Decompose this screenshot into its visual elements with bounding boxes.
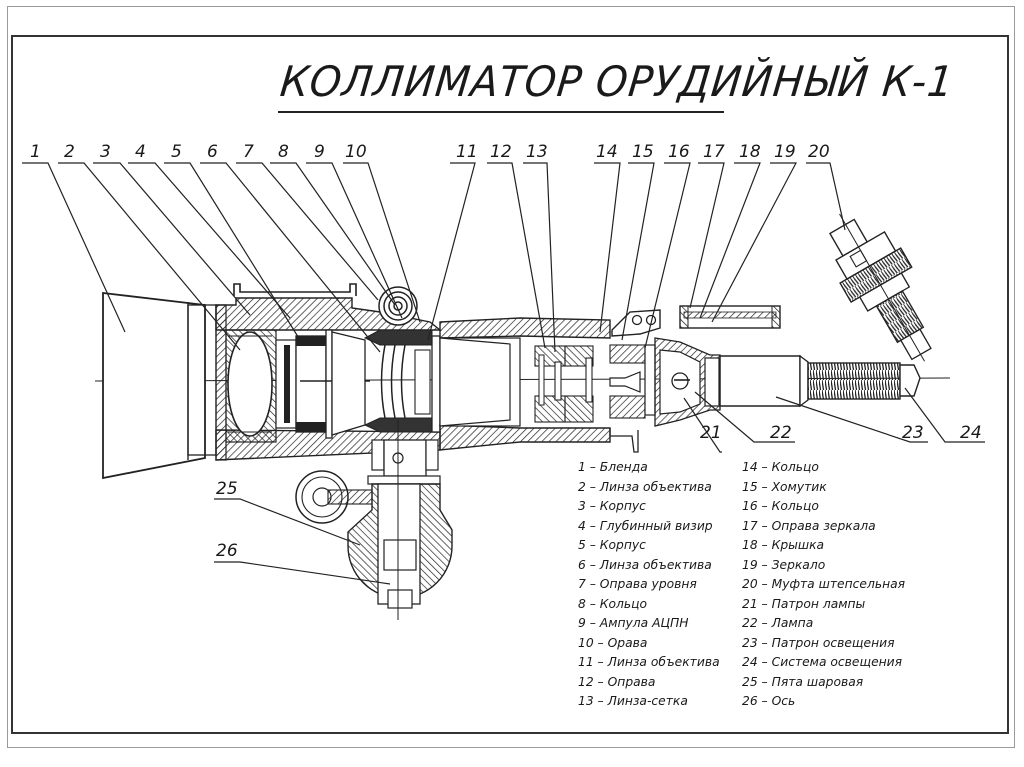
callout-10: 10	[345, 142, 367, 162]
callout-5: 5	[171, 142, 182, 162]
callout-21: 21	[700, 423, 722, 443]
legend-item-3: 3 – Корпус	[578, 499, 646, 513]
part-12-reticle-mount	[534, 345, 594, 423]
callout-23: 23	[902, 423, 924, 443]
legend-item-1: 1 – Бленда	[578, 460, 648, 474]
drawing-border	[11, 35, 1009, 734]
legend-item-17: 17 – Оправа зеркала	[742, 518, 876, 533]
part-9-level-ampoule	[378, 286, 418, 326]
legend-item-6: 6 – Линза объектива	[578, 557, 712, 572]
callout-7: 7	[243, 142, 254, 162]
legend-item-15: 15 – Хомутик	[742, 479, 827, 494]
legend-item-14: 14 – Кольцо	[742, 460, 819, 474]
legend-item-10: 10 – Орава	[578, 635, 648, 650]
legend-item-5: 5 – Корпус	[578, 538, 646, 552]
part-5-inner-body	[275, 329, 370, 439]
callout-19: 19	[774, 142, 796, 162]
callout-24: 24	[960, 423, 982, 443]
leader-lines	[22, 162, 985, 585]
legend-item-25: 25 – Пята шаровая	[742, 674, 864, 689]
part-20-plug-coupling	[828, 213, 932, 362]
legend-item-20: 20 – Муфта штепсельная	[742, 577, 906, 591]
callout-labels: 1 2 3 4 5 6 7 8 9 10 11 12 13 14 15 16 1…	[30, 142, 982, 561]
legend-item-2: 2 – Линза объектива	[578, 479, 712, 494]
callout-16: 16	[668, 142, 690, 162]
callout-6: 6	[207, 142, 218, 162]
callout-15: 15	[632, 142, 654, 162]
part-24-illumination-thread	[807, 362, 921, 400]
legend-item-18: 18 – Крышка	[742, 538, 825, 552]
legend-item-19: 19 – Зеркало	[742, 557, 826, 572]
legend-item-12: 12 – Оправа	[578, 674, 656, 689]
callout-11: 11	[456, 142, 478, 162]
main-tube	[439, 317, 611, 451]
part-25-ball-pivot	[295, 420, 453, 620]
outer-frame	[7, 6, 1015, 748]
part-21-lamp-holder	[654, 337, 721, 427]
legend-item-16: 16 – Кольцо	[742, 499, 819, 513]
callout-22: 22	[770, 423, 792, 443]
callout-25: 25	[216, 479, 238, 499]
callout-4: 4	[135, 142, 146, 162]
legend-item-26: 26 – Ось	[742, 694, 796, 708]
title-underline	[278, 111, 724, 113]
callout-14: 14	[596, 142, 618, 162]
callout-8: 8	[278, 142, 289, 162]
callout-1: 1	[30, 142, 41, 162]
part-18-mirror-cover	[679, 305, 781, 329]
legend-item-9: 9 – Ампула АЦПН	[578, 616, 689, 630]
callout-12: 12	[490, 142, 512, 162]
legend-item-21: 21 – Патрон лампы	[742, 596, 866, 611]
legend-item-11: 11 – Линза объектива	[578, 655, 720, 669]
callout-18: 18	[739, 142, 761, 162]
legend-item-7: 7 – Оправа уровня	[578, 577, 697, 591]
callout-9: 9	[314, 142, 325, 162]
part-14-ring	[609, 344, 656, 419]
parts-legend-column-2: 14 – Кольцо 15 – Хомутик 16 – Кольцо 17 – О…	[742, 458, 905, 712]
part-2-objective-lens	[225, 329, 277, 443]
legend-item-4: 4 – Глубинный визир	[578, 518, 713, 533]
callout-26: 26	[216, 541, 238, 561]
part-23-illumination-socket	[719, 354, 809, 408]
callout-2: 2	[64, 142, 75, 162]
callout-3: 3	[100, 142, 111, 162]
callout-13: 13	[526, 142, 548, 162]
legend-item-22: 22 – Лампа	[742, 616, 814, 630]
legend-item-24: 24 – Система освещения	[742, 655, 903, 669]
legend-item-8: 8 – Кольцо	[578, 596, 648, 611]
parts-legend-column-1: 1 – Бленда 2 – Линза объектива 3 – Корпус 4…	[578, 458, 720, 712]
part-6-objective-lens	[363, 329, 441, 433]
legend-item-13: 13 – Линза-сетка	[578, 694, 688, 708]
callout-20: 20	[808, 142, 830, 162]
legend-item-23: 23 – Патрон освещения	[742, 635, 895, 650]
callout-17: 17	[703, 142, 725, 162]
